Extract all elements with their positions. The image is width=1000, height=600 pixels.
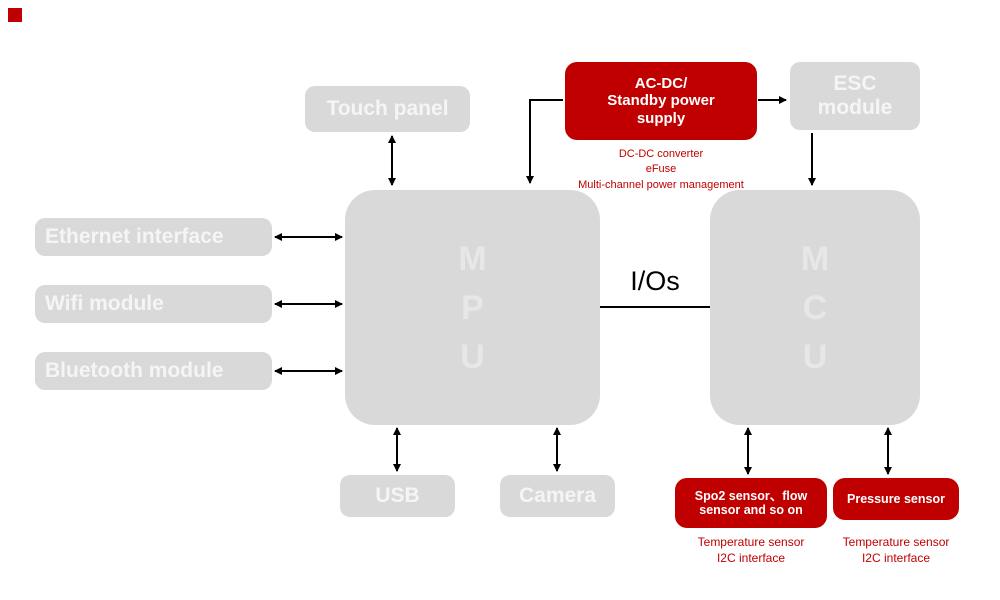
spo2-caption: Temperature sensor I2C interface [667, 534, 835, 566]
esc-module-line2: module [817, 96, 893, 119]
spo2-caption-line2: I2C interface [716, 551, 786, 566]
node-spo2-sensor: Spo2 sensor、flow sensor and so on [675, 478, 827, 528]
touch-panel-label: Touch panel [326, 97, 449, 120]
bluetooth-label: Bluetooth module [45, 359, 224, 382]
node-usb: USB [340, 475, 455, 517]
power-supply-line3: supply [636, 109, 686, 127]
camera-label: Camera [518, 484, 597, 507]
node-power-supply: AC-DC/ Standby power supply [565, 62, 757, 140]
mcu-letters: M C U [801, 242, 829, 374]
esc-module-line1: ESC [833, 71, 877, 95]
mcu-letter-u: U [802, 337, 828, 376]
node-mcu: M C U [710, 190, 920, 425]
ethernet-label: Ethernet interface [45, 225, 224, 248]
mpu-letter-m: M [458, 239, 487, 278]
node-mpu: M P U [345, 190, 600, 425]
mcu-letter-c: C [802, 288, 828, 327]
spo2-line1: Spo2 sensor、flow [694, 488, 808, 503]
pressure-label: Pressure sensor [847, 492, 945, 506]
power-caption-line1: DC-DC converter [618, 148, 704, 160]
spo2-line2: sensor and so on [699, 503, 803, 517]
slide-accent-square [8, 8, 22, 22]
power-caption-line2: eFuse [645, 163, 677, 176]
node-camera: Camera [500, 475, 615, 517]
power-supply-caption: DC-DC converter eFuse Multi-channel powe… [545, 147, 777, 193]
power-caption-line3: Multi-channel power management [578, 178, 744, 191]
power-supply-line2: Standby power [607, 92, 715, 110]
mcu-letter-m: M [800, 239, 830, 278]
pressure-caption-line1: Temperature sensor [842, 535, 950, 549]
pressure-caption-line2: I2C interface [861, 551, 931, 566]
wifi-label: Wifi module [45, 292, 164, 315]
node-pressure-sensor: Pressure sensor [833, 478, 959, 520]
node-bluetooth-module: Bluetooth module [35, 352, 272, 390]
spo2-caption-line1: Temperature sensor [697, 535, 805, 549]
bus-ios-label: I/Os [630, 266, 680, 296]
node-ethernet-interface: Ethernet interface [35, 218, 272, 256]
mpu-letter-p: P [461, 288, 484, 327]
power-supply-line1: AC-DC/ [634, 75, 688, 93]
node-touch-panel: Touch panel [305, 86, 470, 132]
pressure-caption: Temperature sensor I2C interface [812, 534, 980, 566]
mpu-letters: M P U [458, 242, 486, 374]
usb-label: USB [375, 484, 420, 507]
mpu-letter-u: U [460, 337, 485, 376]
node-wifi-module: Wifi module [35, 285, 272, 323]
node-esc-module: ESC module [790, 62, 920, 130]
